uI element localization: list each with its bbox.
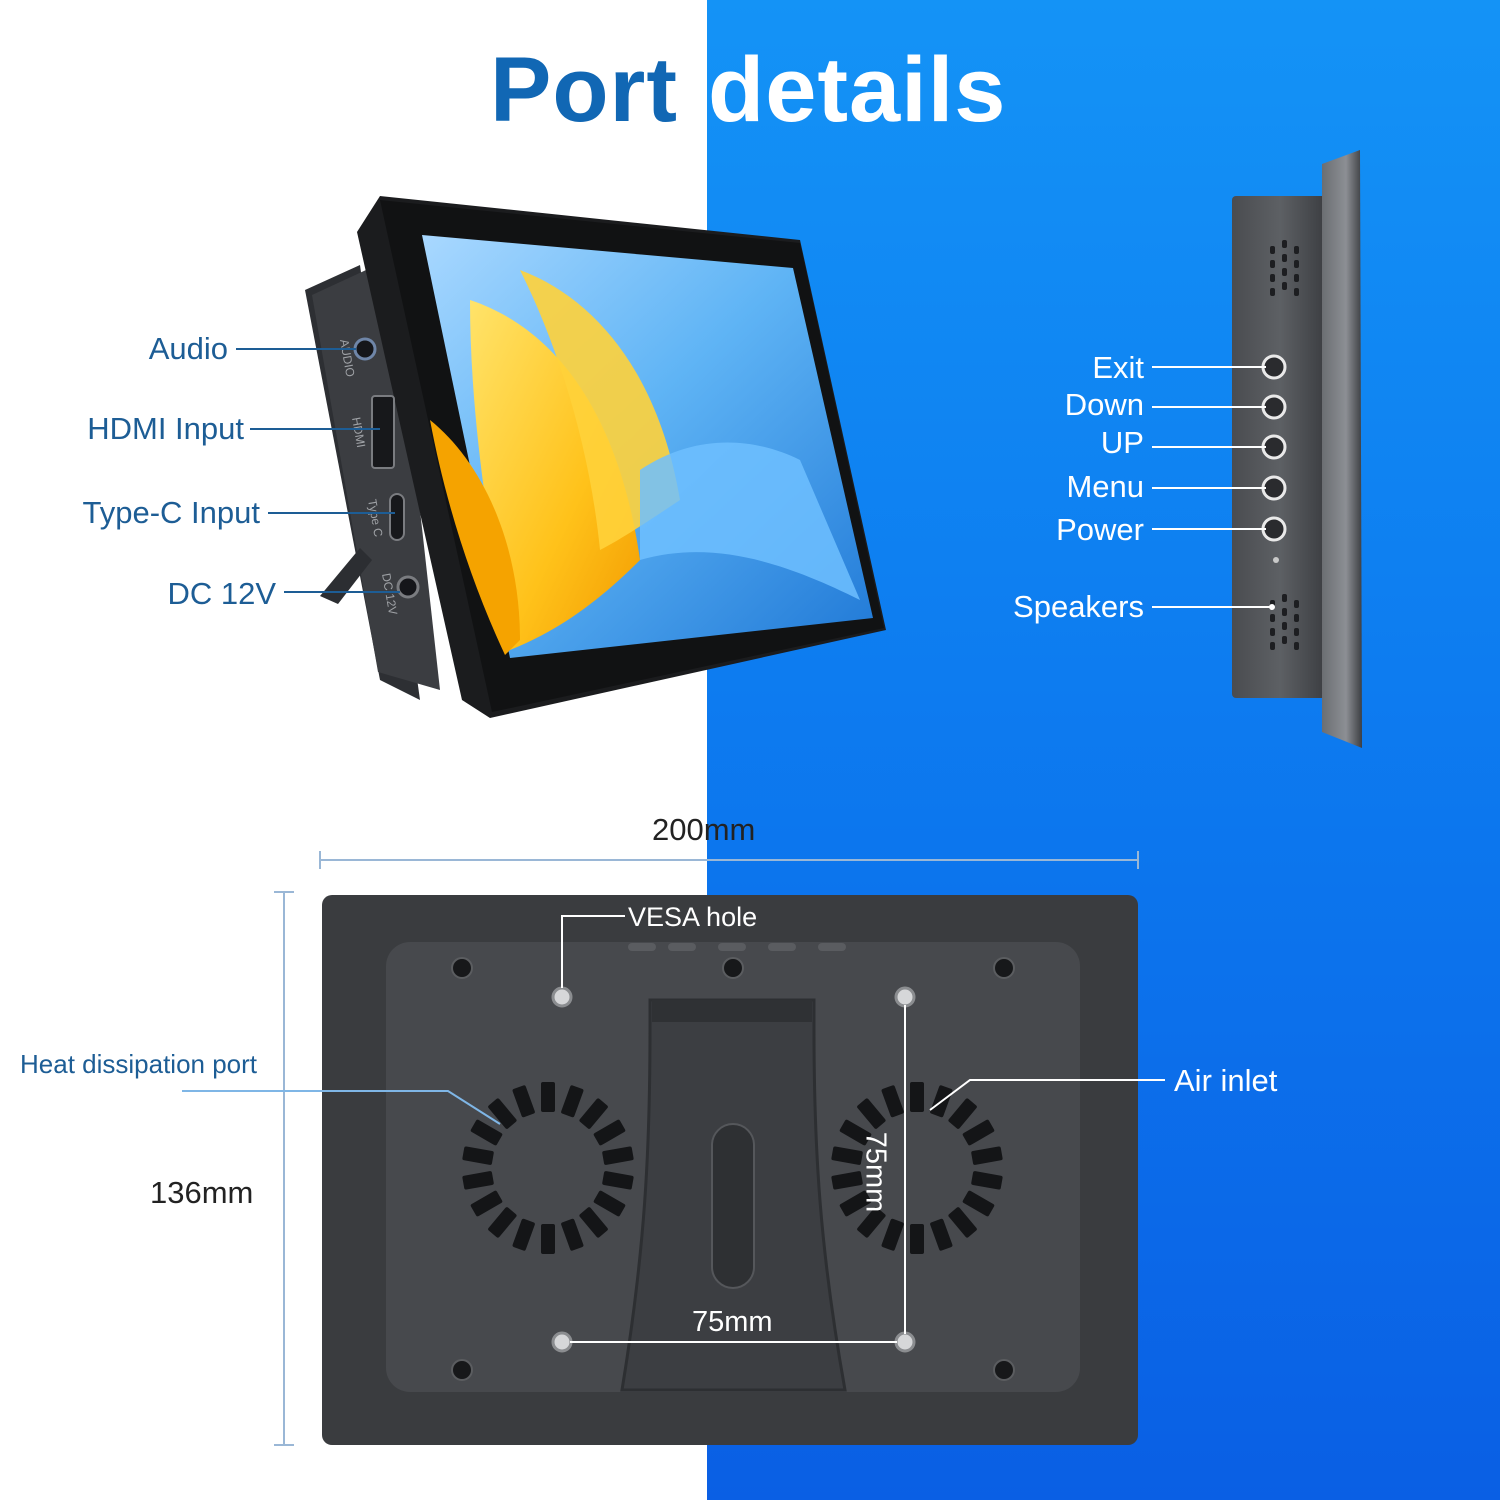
heat-leader bbox=[182, 1090, 501, 1125]
bottom-speaker-grill bbox=[1270, 594, 1299, 650]
vesa-leader bbox=[561, 915, 625, 988]
heat-dissipation-vent bbox=[462, 1082, 634, 1254]
up-label: UP bbox=[1100, 425, 1144, 460]
top-edge-buttons bbox=[628, 943, 846, 951]
screws bbox=[451, 957, 1015, 1381]
air-inlet-label: Air inlet bbox=[1174, 1063, 1278, 1098]
heat-dissipation-label: Heat dissipation port bbox=[20, 1049, 258, 1079]
kickstand-grip bbox=[711, 1123, 755, 1289]
hdmi-port bbox=[371, 395, 395, 469]
side-buttons bbox=[1261, 354, 1287, 563]
width-dimension-label: 200mm bbox=[652, 812, 756, 847]
audio-port bbox=[353, 337, 377, 361]
side-view-frame bbox=[1322, 150, 1362, 748]
engraving-typec: Type C bbox=[365, 498, 385, 538]
menu-button[interactable] bbox=[1261, 475, 1287, 501]
monitor-back-view bbox=[182, 851, 1165, 1446]
air-leader bbox=[929, 1079, 1165, 1111]
menu-label: Menu bbox=[1066, 469, 1144, 504]
top-speaker-grill bbox=[1270, 240, 1299, 296]
power-indicator-led bbox=[1273, 557, 1279, 563]
screen-wallpaper-wave bbox=[640, 442, 860, 600]
power-label: Power bbox=[1056, 512, 1144, 547]
screen-wallpaper-petal-1 bbox=[470, 300, 640, 650]
typec-input-label: Type-C Input bbox=[82, 495, 260, 530]
page-title: Port details bbox=[0, 38, 1500, 141]
engraving-hdmi: HDMI bbox=[349, 416, 368, 449]
vesa-vertical-label: 75mm bbox=[859, 1131, 892, 1213]
audio-label: Audio bbox=[148, 331, 228, 366]
hdmi-input-label: HDMI Input bbox=[87, 411, 244, 446]
dc-12v-label: DC 12V bbox=[167, 576, 276, 611]
exit-label: Exit bbox=[1092, 350, 1144, 385]
down-label: Down bbox=[1064, 387, 1144, 422]
exit-button[interactable] bbox=[1261, 354, 1287, 380]
power-button[interactable] bbox=[1261, 516, 1287, 542]
speakers-label: Speakers bbox=[1013, 589, 1144, 624]
speaker-leader-dot bbox=[1269, 604, 1275, 610]
vesa-horizontal-label: 75mm bbox=[692, 1306, 773, 1338]
kickstand-hinge bbox=[652, 1000, 812, 1022]
title-part-port: Port bbox=[490, 39, 678, 141]
dc-port bbox=[396, 575, 420, 599]
side-leader-lines bbox=[1152, 366, 1272, 608]
down-button[interactable] bbox=[1261, 394, 1287, 420]
screen-wallpaper-petal-3 bbox=[430, 420, 520, 655]
height-dimension-label: 136mm bbox=[150, 1175, 254, 1210]
title-part-details: details bbox=[708, 39, 1007, 141]
typec-port bbox=[389, 493, 405, 541]
monitor-front-view: AUDIO HDMI Type C DC 12V bbox=[236, 196, 886, 718]
up-button[interactable] bbox=[1261, 434, 1287, 460]
monitor-stand bbox=[320, 548, 372, 604]
air-inlet-vent bbox=[831, 1082, 1003, 1254]
vesa-hole-label: VESA hole bbox=[628, 902, 758, 932]
monitor-side-view bbox=[1152, 150, 1362, 748]
